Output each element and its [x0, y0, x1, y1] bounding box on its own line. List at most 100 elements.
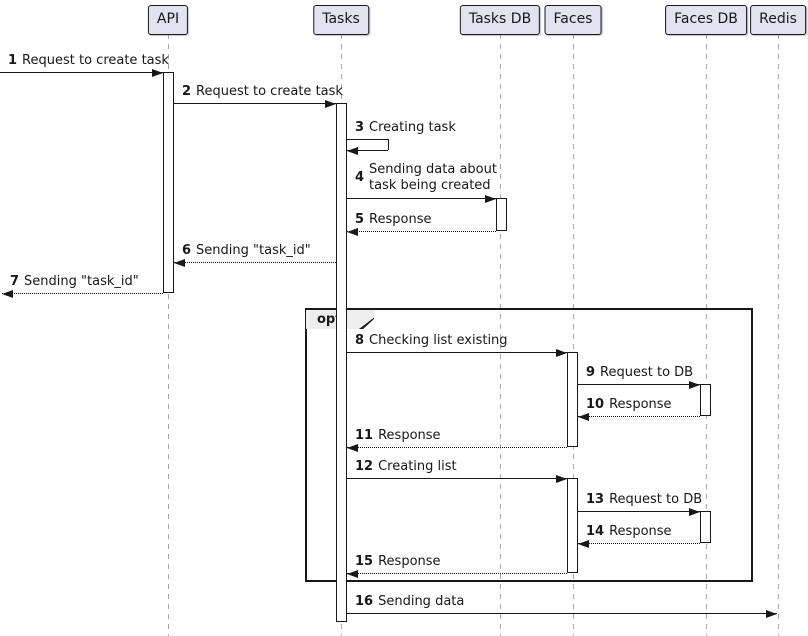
participant-label: API [156, 11, 180, 27]
self-message-line [347, 150, 388, 151]
participant-label: Redis [759, 11, 797, 27]
message-text: Response [369, 212, 432, 227]
message-label: 15 Response [355, 554, 441, 570]
message-text: Response [609, 397, 672, 412]
message-number: 13 [586, 492, 605, 507]
arrowhead-right-icon [556, 349, 567, 357]
message-number: 7 [10, 274, 20, 289]
message-label: 1 Request to create task [8, 53, 169, 69]
message-text: Response [378, 428, 441, 443]
message-line [578, 416, 700, 417]
message-text: Request to DB [600, 365, 694, 380]
arrowhead-left-icon [347, 228, 358, 236]
message-line [347, 447, 567, 448]
message-line [174, 262, 336, 263]
arrowhead-right-icon [325, 100, 336, 108]
arrowhead-left-icon [347, 444, 358, 452]
message-text-line: task being created [369, 178, 491, 193]
lifeline-api [168, 34, 169, 636]
message-number: 12 [355, 459, 374, 474]
message-text: Request to create task [22, 53, 169, 68]
message-label: 5 Response [355, 212, 431, 228]
message-line [578, 543, 700, 544]
arrowhead-right-icon [556, 475, 567, 483]
self-message-line [347, 139, 388, 140]
message-number: 15 [355, 554, 374, 569]
activation-bar-tasks [336, 103, 347, 622]
message-line [174, 103, 336, 104]
message-number: 8 [355, 333, 365, 348]
message-number: 14 [586, 524, 605, 539]
arrowhead-right-icon [689, 381, 700, 389]
message-text: Checking list existing [369, 333, 508, 348]
message-label: 12 Creating list [355, 459, 457, 475]
arrowhead-left-icon [578, 540, 589, 548]
message-line [347, 231, 496, 232]
message-number: 5 [355, 212, 365, 227]
participant-label: Tasks DB [468, 11, 532, 27]
lifeline-redis [778, 34, 779, 636]
message-text: Request to DB [609, 492, 703, 507]
message-label: 16 Sending data [355, 594, 464, 610]
message-label: 2 Request to create task [182, 84, 343, 100]
message-number: 1 [8, 53, 18, 68]
participant-tasks: Tasks [313, 5, 369, 35]
message-line [578, 511, 700, 512]
message-text: Response [378, 554, 441, 569]
activation-bar-faces-db [700, 384, 711, 416]
activation-bar-faces [567, 478, 578, 573]
message-number: 9 [586, 365, 596, 380]
message-label: 11 Response [355, 428, 441, 444]
activation-bar-api [163, 72, 174, 293]
message-number: 6 [182, 243, 192, 258]
participant-label: Tasks [322, 11, 360, 27]
message-text: Sending "task_id" [24, 274, 139, 289]
message-line [347, 198, 496, 199]
message-number: 3 [355, 120, 365, 135]
participant-api: API [147, 5, 189, 35]
message-label: 8 Checking list existing [355, 333, 508, 349]
participant-redis: Redis [750, 5, 806, 35]
arrowhead-left-icon [578, 413, 589, 421]
message-text: Creating list [378, 459, 457, 474]
opt-fragment: opt [305, 308, 753, 582]
arrowhead-right-icon [152, 69, 163, 77]
message-label: 9 Request to DB [586, 365, 693, 381]
message-text: Creating task [369, 120, 456, 135]
message-number: 11 [355, 428, 374, 443]
message-text: Sending data [378, 594, 465, 609]
message-number: 16 [355, 594, 374, 609]
message-label: 7 Sending "task_id" [10, 274, 139, 290]
message-number: 4 [355, 170, 365, 185]
activation-bar-tasks-db [496, 198, 507, 231]
message-number: 10 [586, 397, 605, 412]
arrowhead-left-icon [174, 259, 185, 267]
participant-tasks-db: Tasks DB [459, 5, 541, 35]
lifeline-faces-db [706, 34, 707, 636]
participant-label: Faces DB [674, 11, 738, 27]
arrowhead-left-icon [2, 290, 13, 298]
participant-faces: Faces [544, 5, 602, 35]
message-line [347, 478, 567, 479]
self-message-line [388, 139, 389, 150]
message-label: 13 Request to DB [586, 492, 702, 508]
message-line [578, 384, 700, 385]
message-text: Sending "task_id" [196, 243, 311, 258]
participant-label: Faces [553, 11, 593, 27]
participant-faces-db: Faces DB [665, 5, 747, 35]
message-label: 10 Response [586, 397, 672, 413]
message-line [0, 72, 163, 73]
activation-bar-faces [567, 352, 578, 447]
arrowhead-left-icon [347, 147, 358, 155]
message-text: Response [609, 524, 672, 539]
message-text: Request to create task [196, 84, 343, 99]
lifeline-tasks-db [500, 34, 501, 636]
arrowhead-left-icon [347, 570, 358, 578]
message-number: 2 [182, 84, 192, 99]
message-label: 6 Sending "task_id" [182, 243, 311, 259]
arrowhead-right-icon [766, 610, 777, 618]
arrowhead-right-icon [689, 508, 700, 516]
